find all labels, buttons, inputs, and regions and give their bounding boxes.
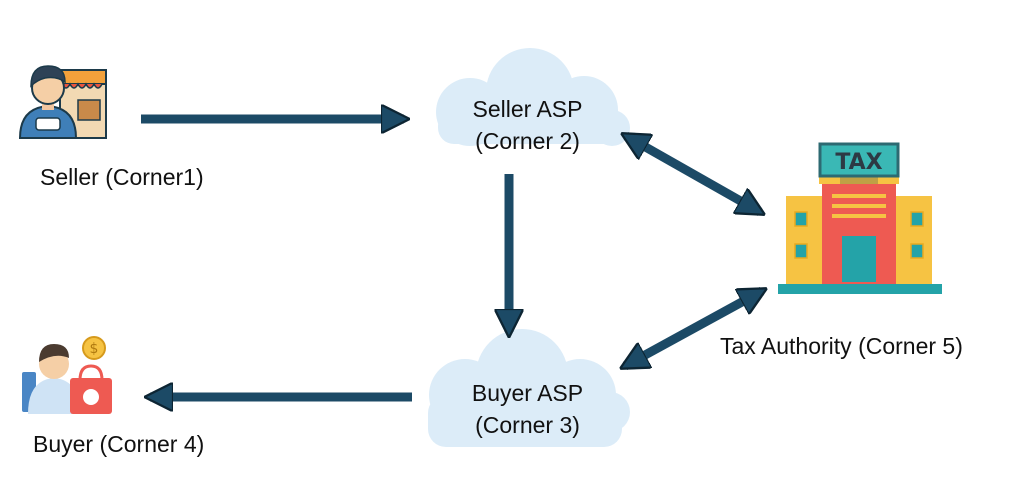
seller-label: Seller (Corner1) bbox=[40, 164, 204, 190]
buyer-asp-label-line2: (Corner 3) bbox=[475, 412, 580, 438]
tax-building-icon bbox=[778, 142, 942, 294]
buyer-label: Buyer (Corner 4) bbox=[33, 431, 205, 457]
buyer-asp-label: Buyer ASP (Corner 3) bbox=[445, 377, 610, 441]
seller-asp-label: Seller ASP (Corner 2) bbox=[445, 93, 610, 157]
buyer-shopping-icon: $ bbox=[22, 336, 112, 414]
arrow-buyer-asp-tax-authority bbox=[625, 291, 762, 366]
tax-authority-label: Tax Authority (Corner 5) bbox=[720, 333, 963, 359]
buyer-asp-label-line1: Buyer ASP bbox=[471, 380, 584, 406]
seller-asp-label-line1: Seller ASP bbox=[472, 96, 583, 122]
seller-asp-cloud-icon bbox=[436, 48, 630, 146]
seller-asp-label-line2: (Corner 2) bbox=[475, 128, 580, 154]
arrow-seller-asp-tax-authority bbox=[626, 136, 760, 212]
svg-text:$: $ bbox=[90, 341, 99, 357]
buyer-asp-cloud-icon bbox=[428, 329, 630, 447]
seller-shop-icon bbox=[18, 65, 107, 139]
tax-sign-text: TAX bbox=[835, 150, 882, 175]
